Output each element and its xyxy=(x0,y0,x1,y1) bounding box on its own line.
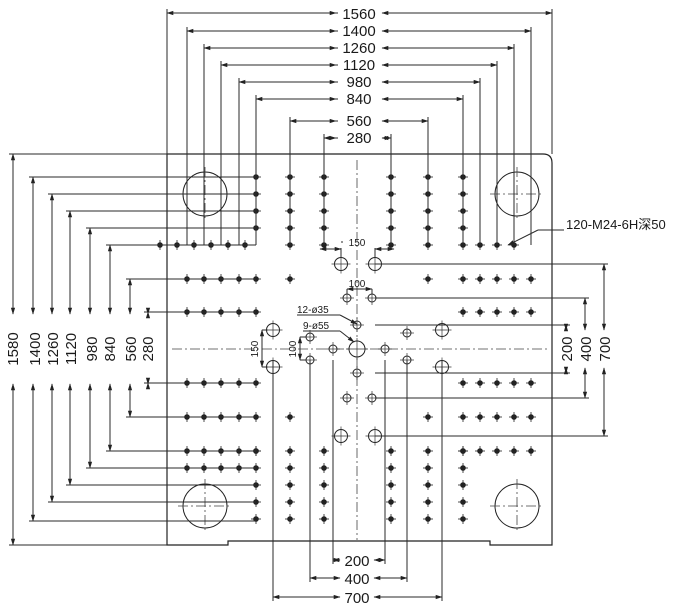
top-dimension-labels: 1560 1400 1260 1120 980 840 560 280 xyxy=(342,6,375,147)
left-dimension-labels: 1580 1400 1260 1120 980 840 560 280 xyxy=(5,332,157,365)
dim-left-1120: 1120 xyxy=(63,333,80,365)
threaded-hole-icon xyxy=(285,497,295,507)
dim-left-840: 840 xyxy=(102,336,119,361)
threaded-hole-icon xyxy=(492,378,502,388)
threaded-hole-icon xyxy=(458,307,468,317)
threaded-hole-icon xyxy=(475,274,485,284)
right-dimension-labels: 200 400 700 xyxy=(559,336,614,361)
threaded-hole-icon xyxy=(319,446,329,456)
threaded-hole-icon xyxy=(526,307,536,317)
hole-icon xyxy=(378,342,392,356)
threaded-hole-icon xyxy=(492,274,502,284)
threaded-hole-icon xyxy=(423,412,433,422)
threaded-hole-icon xyxy=(386,446,396,456)
dim-left-280: 280 xyxy=(140,336,157,361)
threaded-hole-icon xyxy=(319,514,329,524)
hole-icon xyxy=(340,391,354,405)
callouts: 120-M24-6H深50 12-ø35 9-ø55 xyxy=(297,217,666,343)
dim-left-980: 980 xyxy=(84,336,101,361)
dim-bottom-200: 200 xyxy=(344,553,369,570)
threaded-hole-icon xyxy=(285,514,295,524)
dim-center-v150: 150 xyxy=(250,340,261,357)
threaded-hole-icon xyxy=(509,274,519,284)
hole-icon xyxy=(331,426,351,446)
threaded-hole-icon xyxy=(423,514,433,524)
threaded-hole-icon xyxy=(526,412,536,422)
threaded-hole-icon xyxy=(458,378,468,388)
hole-icon xyxy=(400,326,414,340)
threaded-hole-icon xyxy=(285,412,295,422)
threaded-hole-icon xyxy=(423,480,433,490)
threaded-hole-icon xyxy=(526,378,536,388)
threaded-hole-icon xyxy=(492,412,502,422)
threaded-hole-icon xyxy=(251,514,261,524)
threaded-hole-icon xyxy=(458,412,468,422)
threaded-hole-icon xyxy=(509,446,519,456)
dim-left-1400: 1400 xyxy=(27,332,44,365)
threaded-hole-icon xyxy=(475,446,485,456)
dim-left-560: 560 xyxy=(123,336,140,361)
hole-icon xyxy=(350,366,364,380)
threaded-hole-icon xyxy=(492,446,502,456)
threaded-hole-icon xyxy=(386,480,396,490)
hole-icon xyxy=(326,342,340,356)
dim-left-1260: 1260 xyxy=(45,332,62,365)
threaded-hole-icon xyxy=(386,497,396,507)
holes-55-callout: 9-ø55 xyxy=(303,321,330,332)
threaded-hole-icon xyxy=(458,497,468,507)
dim-top-1400: 1400 xyxy=(342,23,375,40)
dim-top-1260: 1260 xyxy=(342,40,375,57)
threaded-hole-icon xyxy=(475,378,485,388)
threaded-hole-icon xyxy=(423,446,433,456)
threaded-hole-icon xyxy=(458,480,468,490)
threaded-hole-icon xyxy=(285,446,295,456)
threaded-hole-icon xyxy=(458,446,468,456)
threaded-hole-icon xyxy=(458,463,468,473)
threaded-hole-icon xyxy=(386,463,396,473)
threaded-hole-icon xyxy=(423,463,433,473)
dim-center-h100: 100 xyxy=(349,279,366,290)
hole-icon xyxy=(346,338,368,360)
threaded-hole-icon xyxy=(458,274,468,284)
threaded-hole-icon xyxy=(509,378,519,388)
threaded-hole-icon xyxy=(319,463,329,473)
threaded-hole-icon xyxy=(526,274,536,284)
threaded-hole-icon xyxy=(475,307,485,317)
hole-icon xyxy=(432,320,452,340)
threaded-hole-icon xyxy=(285,480,295,490)
dimension-lines xyxy=(9,9,608,601)
dim-bottom-700: 700 xyxy=(344,590,369,607)
threaded-hole-icon xyxy=(423,274,433,284)
bottom-dimension-labels: 200 400 700 xyxy=(344,553,369,607)
dim-center-v100: 100 xyxy=(288,340,299,357)
dim-top-1560: 1560 xyxy=(342,6,375,23)
threaded-hole-icon xyxy=(458,514,468,524)
holes-35-callout: 12-ø35 xyxy=(297,305,329,316)
dim-right-200: 200 xyxy=(559,336,576,361)
dim-top-840: 840 xyxy=(346,91,371,108)
dim-top-980: 980 xyxy=(346,74,371,91)
threaded-hole-icon xyxy=(509,307,519,317)
threaded-hole-icon xyxy=(492,307,502,317)
threaded-hole-icon xyxy=(319,480,329,490)
dim-bottom-400: 400 xyxy=(344,571,369,588)
threaded-hole-callout: 120-M24-6H深50 xyxy=(566,217,666,232)
dim-top-280: 280 xyxy=(346,130,371,147)
threaded-hole-icon xyxy=(319,497,329,507)
dim-center-h150: 150 xyxy=(349,238,366,249)
center-dimension-labels: 150 100 150 100 xyxy=(250,238,366,357)
dim-right-700: 700 xyxy=(597,336,614,361)
threaded-hole-icon xyxy=(285,463,295,473)
dim-top-560: 560 xyxy=(346,113,371,130)
threaded-hole-icon xyxy=(285,274,295,284)
threaded-hole-icon xyxy=(526,446,536,456)
dim-left-1580: 1580 xyxy=(5,332,22,365)
threaded-hole-icon xyxy=(509,412,519,422)
dim-top-1120: 1120 xyxy=(343,57,375,74)
threaded-hole-icon xyxy=(423,497,433,507)
dim-right-400: 400 xyxy=(578,336,595,361)
threaded-hole-icon xyxy=(475,412,485,422)
threaded-hole-icon xyxy=(386,514,396,524)
